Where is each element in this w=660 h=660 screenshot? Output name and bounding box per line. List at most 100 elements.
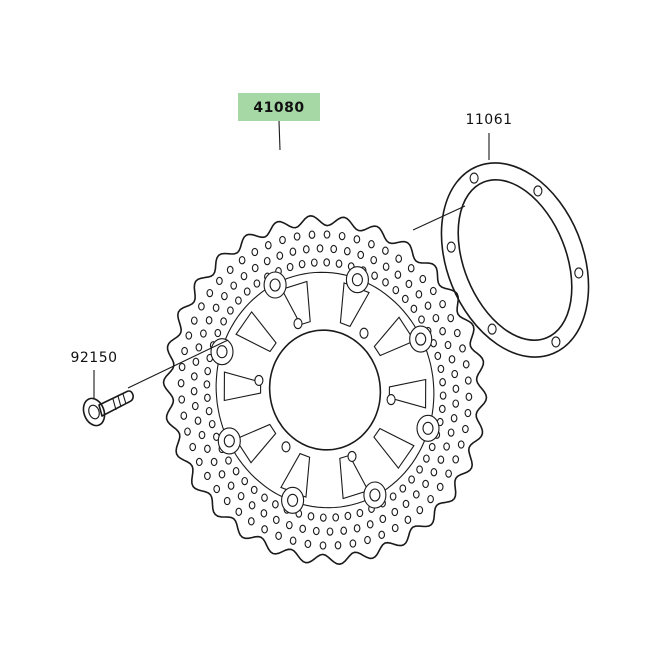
drill-hole: [264, 241, 272, 250]
drill-hole: [356, 508, 364, 518]
rotor-inner-edge: [215, 271, 435, 509]
drill-hole: [299, 524, 307, 533]
drill-hole: [401, 294, 409, 304]
float-button-hole: [287, 493, 299, 507]
drill-hole: [392, 285, 400, 295]
drill-hole: [437, 364, 445, 374]
drill-hole: [444, 340, 452, 350]
drill-hole: [195, 343, 203, 352]
drill-hole: [452, 399, 460, 408]
drill-hole: [205, 316, 213, 325]
drill-hole: [438, 404, 446, 414]
drill-hole: [382, 262, 390, 271]
drill-hole: [407, 264, 415, 273]
spoke-slot: [223, 371, 262, 402]
drill-hole: [353, 235, 361, 244]
drill-hole: [240, 271, 248, 281]
drill-hole: [370, 255, 378, 265]
label-highlight-box: [238, 93, 320, 121]
drill-hole: [465, 392, 473, 401]
drill-hole: [177, 379, 185, 388]
drill-hole: [462, 360, 470, 369]
bolt-head-recess: [88, 404, 100, 420]
drill-hole: [304, 539, 312, 549]
drill-hole: [394, 270, 402, 279]
drill-hole: [251, 263, 259, 273]
part-label-92150[interactable]: 92150: [70, 350, 117, 366]
drill-hole: [427, 494, 434, 504]
drill-hole: [190, 372, 198, 381]
drill-hole: [412, 490, 420, 499]
drill-hole: [423, 454, 430, 463]
drill-hole: [434, 351, 442, 361]
drill-hole: [253, 279, 261, 288]
drill-hole: [416, 465, 423, 474]
drill-hole: [349, 539, 357, 548]
drill-hole: [428, 442, 436, 452]
drill-hole: [212, 303, 220, 312]
drill-hole: [208, 419, 216, 429]
part-label-11061[interactable]: 11061: [465, 112, 512, 128]
spoke-slot: [388, 378, 427, 409]
drill-hole: [298, 259, 306, 269]
spoke-slot: [234, 423, 277, 464]
drill-hole: [338, 231, 346, 241]
disc-bolt[interactable]: [80, 390, 134, 429]
drill-hole: [204, 393, 211, 402]
drill-hole: [198, 430, 206, 440]
drill-hole: [439, 327, 446, 336]
drill-hole: [279, 235, 286, 245]
spoke-slot: [373, 316, 416, 357]
drill-hole: [191, 401, 199, 411]
drill-hole: [238, 256, 246, 265]
drill-hole: [227, 306, 234, 315]
drill-hole: [289, 536, 297, 545]
drill-hole: [453, 328, 461, 338]
drill-hole: [180, 411, 188, 420]
drill-hole: [382, 278, 389, 287]
drill-hole: [203, 380, 211, 389]
leader-11061-b: [412, 205, 466, 231]
drill-hole: [302, 245, 310, 254]
hub-bolt-hole: [347, 450, 357, 462]
drill-hole: [389, 492, 397, 501]
drill-hole: [235, 507, 243, 516]
drill-hole: [452, 384, 460, 393]
drill-hole: [285, 520, 293, 530]
gasket-hole: [487, 323, 497, 335]
drill-hole: [459, 344, 466, 353]
drill-hole: [424, 301, 432, 310]
drill-hole: [276, 251, 284, 260]
spoke-slot: [339, 282, 370, 328]
float-button-hole: [216, 345, 228, 359]
drill-hole: [312, 526, 320, 536]
float-button-hole: [422, 421, 434, 435]
drill-hole: [184, 427, 191, 436]
brake-disc[interactable]: [162, 215, 488, 565]
drill-hole: [422, 479, 429, 489]
drill-hole: [319, 541, 327, 550]
drill-hole: [241, 476, 249, 486]
drill-hole: [204, 366, 212, 376]
drill-hole: [437, 455, 445, 464]
part-label-41080[interactable]: 41080: [238, 93, 320, 121]
drill-hole: [213, 484, 221, 494]
drill-hole: [223, 496, 231, 506]
drill-hole: [319, 513, 327, 522]
drill-hole: [439, 391, 447, 400]
drill-hole: [243, 287, 251, 296]
drill-hole: [457, 440, 465, 449]
drill-hole: [185, 331, 193, 340]
hub-bolt-hole: [293, 318, 303, 330]
gasket-ring[interactable]: [414, 141, 616, 379]
drill-hole: [447, 313, 455, 323]
float-button-hole: [223, 434, 235, 448]
drill-hole: [293, 232, 301, 241]
drill-hole: [230, 281, 238, 290]
drill-hole: [448, 355, 456, 364]
gasket-hole: [551, 336, 561, 348]
drill-hole: [263, 256, 271, 266]
drill-hole: [404, 515, 412, 524]
disc-wavy-outline: [162, 215, 488, 565]
